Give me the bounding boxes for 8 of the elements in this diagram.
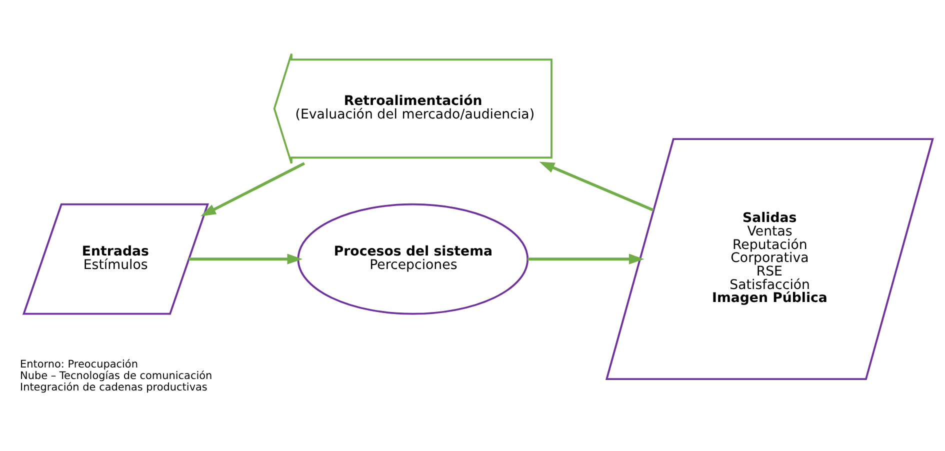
label: Integración de cadenas productivas xyxy=(20,381,208,394)
arrow xyxy=(188,254,303,264)
label: Nube – Tecnologías de comunicación xyxy=(20,370,212,382)
arrow xyxy=(528,254,644,264)
arrow xyxy=(200,162,306,216)
node-ellipse: Procesos del sistema Percepciones xyxy=(297,203,529,315)
label: Entorno: Preocupación xyxy=(20,358,138,370)
arrow xyxy=(539,162,654,212)
